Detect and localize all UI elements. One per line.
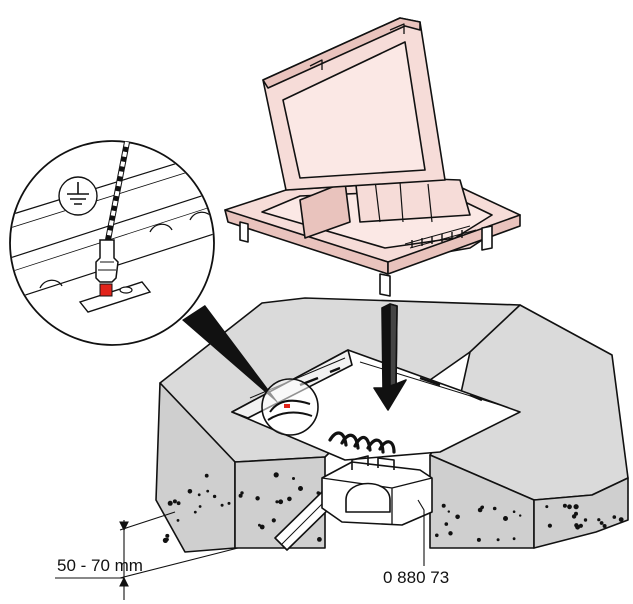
- aggregate-dot: [278, 499, 284, 505]
- aggregate-dot: [435, 533, 439, 538]
- aggregate-dot: [227, 501, 231, 505]
- concrete-aggregate: [162, 472, 624, 544]
- aggregate-dot: [444, 522, 449, 526]
- aggregate-dot: [165, 538, 169, 541]
- aggregate-dot: [448, 531, 453, 536]
- aggregate-dot: [496, 538, 500, 542]
- aggregate-dot: [287, 496, 292, 502]
- aggregate-dot: [447, 510, 450, 513]
- aggregate-dot: [204, 473, 209, 478]
- aggregate-dot: [206, 489, 210, 493]
- lid-top-edge: [262, 17, 421, 89]
- aggregate-dot: [167, 500, 173, 506]
- callout-pointer: [182, 305, 280, 405]
- aggregate-dot: [583, 518, 588, 522]
- aggregate-dot: [455, 514, 460, 520]
- aggregate-dot: [176, 519, 180, 522]
- aggregate-dot: [562, 503, 567, 508]
- cables-in-recess: [328, 431, 396, 454]
- aggregate-dot: [602, 524, 607, 528]
- aggregate-dot: [574, 523, 579, 528]
- down-arrow-icon: [373, 303, 407, 411]
- aggregate-dot: [573, 504, 579, 510]
- aggregate-dot: [259, 524, 265, 530]
- aggregate-dot: [317, 537, 322, 542]
- aggregate-dot: [441, 503, 446, 508]
- aggregate-dot: [571, 514, 577, 519]
- aggregate-dot: [503, 516, 508, 521]
- aggregate-dot: [197, 493, 201, 497]
- aggregate-dot: [480, 505, 484, 510]
- product-ref-leader: [417, 499, 425, 566]
- aggregate-dot: [476, 537, 481, 542]
- aggregate-dot: [547, 523, 553, 528]
- floor-side-right-b: [533, 477, 629, 549]
- aggregate-dot: [618, 517, 624, 522]
- aggregate-dot: [597, 518, 601, 522]
- aggregate-dot: [172, 499, 177, 504]
- aggregate-dot: [176, 501, 181, 506]
- aggregate-dot: [165, 533, 170, 538]
- frame-feet: [239, 221, 493, 297]
- aggregate-dot: [220, 503, 224, 507]
- junction-dome: [345, 482, 391, 513]
- aggregate-dot: [612, 515, 617, 519]
- aggregate-dot: [492, 506, 497, 511]
- aggregate-dot: [187, 489, 193, 494]
- aggregate-dot: [240, 491, 244, 495]
- aggregate-dot: [545, 505, 549, 509]
- aggregate-dot: [198, 505, 202, 508]
- aggregate-dot: [512, 537, 516, 541]
- aggregate-dot: [212, 494, 217, 499]
- aggregate-dot: [512, 510, 516, 513]
- earth-contact-red: [99, 283, 113, 297]
- aggregate-dot: [519, 514, 522, 517]
- product-ref-label: 0 880 73: [383, 568, 449, 587]
- aggregate-dot: [292, 477, 295, 480]
- aggregate-dot: [273, 472, 279, 478]
- aggregate-dot: [238, 493, 243, 498]
- lid-inner-panel: [282, 41, 426, 179]
- floor-side-left-a: [155, 382, 236, 553]
- earth-icon: [58, 176, 98, 216]
- conduit-junction: [274, 455, 433, 551]
- aggregate-dot: [193, 510, 197, 514]
- aggregate-dot: [567, 504, 572, 510]
- aggregate-dot: [271, 518, 276, 523]
- earth-connector: [95, 239, 119, 283]
- aggregate-dot: [275, 500, 279, 504]
- floor-box-lid: [224, 17, 521, 297]
- earth-detail-callout: [9, 140, 319, 436]
- depth-dimension: [55, 511, 239, 600]
- aggregate-dot: [255, 496, 260, 501]
- aggregate-dot: [298, 486, 303, 491]
- depth-range-label: 50 - 70 mm: [57, 556, 143, 575]
- aggregate-dot: [599, 521, 604, 525]
